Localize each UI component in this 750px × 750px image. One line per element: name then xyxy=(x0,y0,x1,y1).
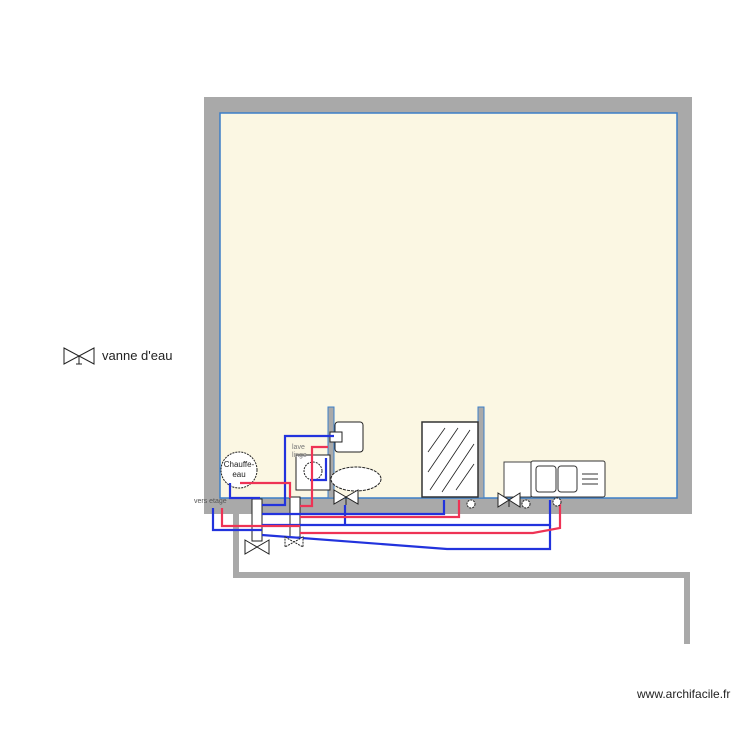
cold-pipe-upstairs xyxy=(211,508,262,532)
cold-pipe-washbasin xyxy=(262,434,334,507)
shower-hatching xyxy=(427,427,475,493)
hot-pipe-shower xyxy=(300,500,461,519)
cold-pipe-sink-2 xyxy=(261,525,552,551)
dishwasher xyxy=(503,461,532,498)
hot-pipe-sink xyxy=(300,500,562,535)
cold-water-pipes xyxy=(211,434,552,551)
water-valve-icon[interactable] xyxy=(497,492,521,508)
water-valve-icon[interactable] xyxy=(333,489,359,505)
partition-wall-left xyxy=(327,406,335,499)
hot-water-manifold xyxy=(289,496,301,538)
sink-bowl-left xyxy=(535,465,557,493)
water-valve-icon[interactable] xyxy=(244,539,270,555)
water-valve-icon[interactable] xyxy=(284,536,304,548)
washing-machine-label: lave linge xyxy=(292,444,307,459)
drain-icons xyxy=(466,497,562,509)
cold-pipe-shower xyxy=(262,500,446,516)
watermark: www.archifacile.fr xyxy=(637,687,731,701)
toilet xyxy=(330,466,382,492)
water-heater xyxy=(220,451,258,489)
water-heater-label: Chauffe-eau xyxy=(223,460,255,479)
cold-pipe-washer xyxy=(310,458,328,482)
legend-valve-icon xyxy=(63,347,95,365)
to-upstairs-label: vers etage xyxy=(194,498,227,505)
cold-pipe-heater xyxy=(228,483,260,500)
sink-bowl-right xyxy=(557,465,578,493)
lower-wall xyxy=(233,514,690,644)
hot-pipe-washbasin xyxy=(300,445,328,508)
hot-pipe-heater xyxy=(240,481,292,498)
partition-wall-right xyxy=(477,406,485,499)
hot-pipe-upstairs xyxy=(220,508,300,528)
hot-water-pipes xyxy=(220,445,562,535)
legend-label: vanne d'eau xyxy=(102,348,173,363)
sink-drainer xyxy=(582,473,598,485)
kitchen-sink xyxy=(530,460,606,498)
cold-water-manifold xyxy=(251,498,263,542)
